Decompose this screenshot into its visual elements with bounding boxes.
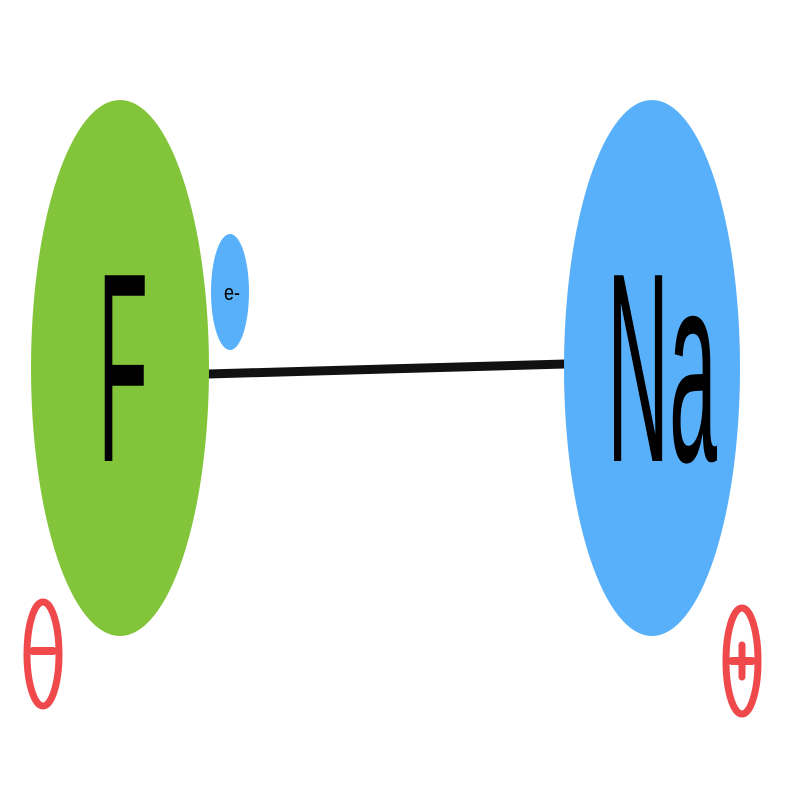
- sodium-atom: [564, 100, 740, 636]
- negative-charge-icon: [23, 598, 63, 710]
- sodium-symbol: Na: [607, 218, 718, 519]
- bond-line: [203, 359, 570, 379]
- electron-label: e-: [224, 280, 240, 305]
- fluorine-symbol: F: [98, 218, 148, 519]
- electron: [211, 234, 249, 350]
- fluorine-atom: [31, 100, 209, 636]
- positive-charge-icon: [722, 604, 762, 718]
